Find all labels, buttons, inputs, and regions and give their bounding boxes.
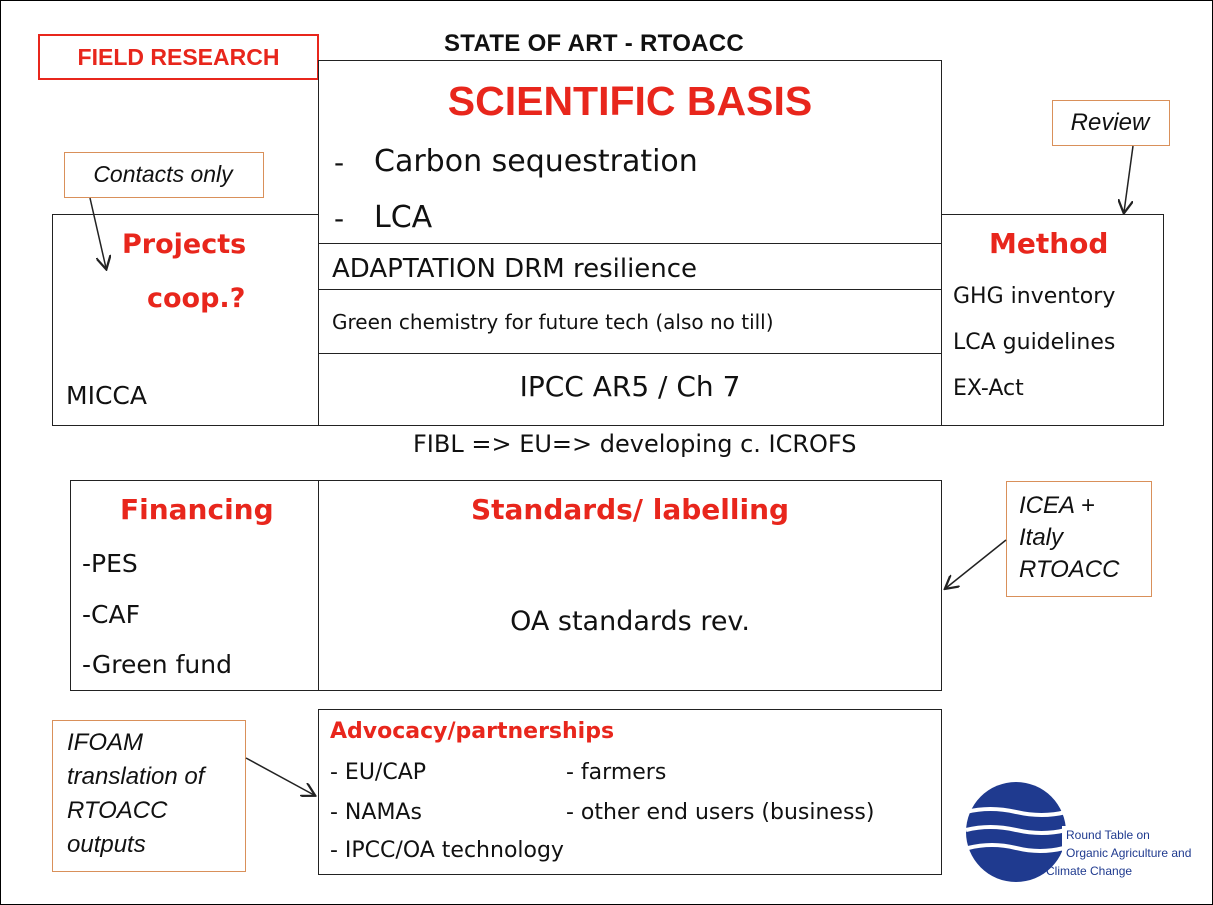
contacts-only-note: Contacts only (64, 152, 264, 198)
scientific-item-lca: LCA (374, 200, 433, 235)
projects-heading-line2: coop.? (147, 283, 246, 314)
scientific-bullet: - (334, 146, 345, 179)
vertical-divider (318, 480, 319, 691)
field-research-label: FIELD RESEARCH (38, 34, 319, 80)
divider (318, 243, 942, 244)
contacts-only-text: Contacts only (93, 161, 233, 187)
review-arrow (1124, 145, 1134, 212)
icea-text: RTOACC (1019, 556, 1120, 583)
financing-standards-box (70, 480, 942, 691)
logo-wave (965, 825, 1067, 835)
icea-text: Italy (1019, 524, 1064, 551)
financing-item: -CAF (82, 600, 140, 629)
adaptation-text: ADAPTATION DRM resilience (332, 254, 698, 284)
ifoam-text: RTOACC (67, 797, 168, 824)
method-heading: Method (989, 227, 1109, 260)
logo-wave (967, 843, 1065, 853)
scientific-basis-heading: SCIENTIFIC BASIS (447, 78, 813, 124)
ifoam-text: outputs (67, 831, 146, 858)
method-box (940, 214, 1164, 426)
logo-text: Organic Agriculture and (1066, 846, 1192, 860)
logo-wave (965, 807, 1067, 817)
flow-text: FIBL => EU=> developing c. ICROFS (413, 430, 857, 458)
advocacy-item: - IPCC/OA technology (330, 838, 564, 863)
method-item: GHG inventory (953, 284, 1116, 309)
logo-text: Round Table on (1066, 828, 1150, 842)
scientific-bullet: - (334, 202, 345, 235)
method-item: LCA guidelines (953, 330, 1116, 355)
standards-body: OA standards rev. (510, 606, 750, 637)
standards-heading: Standards/ labelling (470, 493, 790, 526)
method-item: EX-Act (953, 376, 1024, 401)
financing-item: -Green fund (82, 650, 232, 679)
green-chemistry-text: Green chemistry for future tech (also no… (332, 310, 774, 334)
field-research-text: FIELD RESEARCH (77, 44, 280, 70)
projects-item-micca: MICCA (66, 381, 147, 410)
review-note: Review (1052, 100, 1170, 146)
icea-text: ICEA + (1019, 492, 1095, 519)
icea-note: ICEA + Italy RTOACC (1006, 481, 1152, 597)
projects-heading-line1: Projects (122, 229, 247, 260)
advocacy-heading: Advocacy/partnerships (330, 719, 615, 744)
ifoam-text: IFOAM (67, 729, 143, 756)
advocacy-item: - NAMAs (330, 800, 422, 825)
advocacy-item: - EU/CAP (330, 760, 427, 785)
ipcc-text: IPCC AR5 / Ch 7 (519, 370, 741, 403)
logo-text: Climate Change (1046, 864, 1133, 878)
icea-arrow (946, 539, 1007, 588)
ifoam-text: translation of (67, 763, 205, 790)
review-text: Review (1070, 109, 1150, 136)
financing-item: -PES (82, 549, 138, 578)
divider (318, 289, 942, 290)
ifoam-arrow (245, 757, 314, 795)
advocacy-item: - other end users (business) (566, 800, 875, 825)
advocacy-box (318, 709, 942, 875)
advocacy-item: - farmers (566, 760, 667, 785)
page-title: STATE OF ART - RTOACC (444, 30, 745, 57)
contacts-arrow (89, 197, 106, 268)
scientific-item-carbon: Carbon sequestration (374, 144, 698, 179)
projects-box (52, 214, 320, 426)
financing-heading: Financing (120, 493, 274, 526)
ifoam-note: IFOAM translation of RTOACC outputs (52, 720, 246, 872)
divider (318, 353, 942, 354)
